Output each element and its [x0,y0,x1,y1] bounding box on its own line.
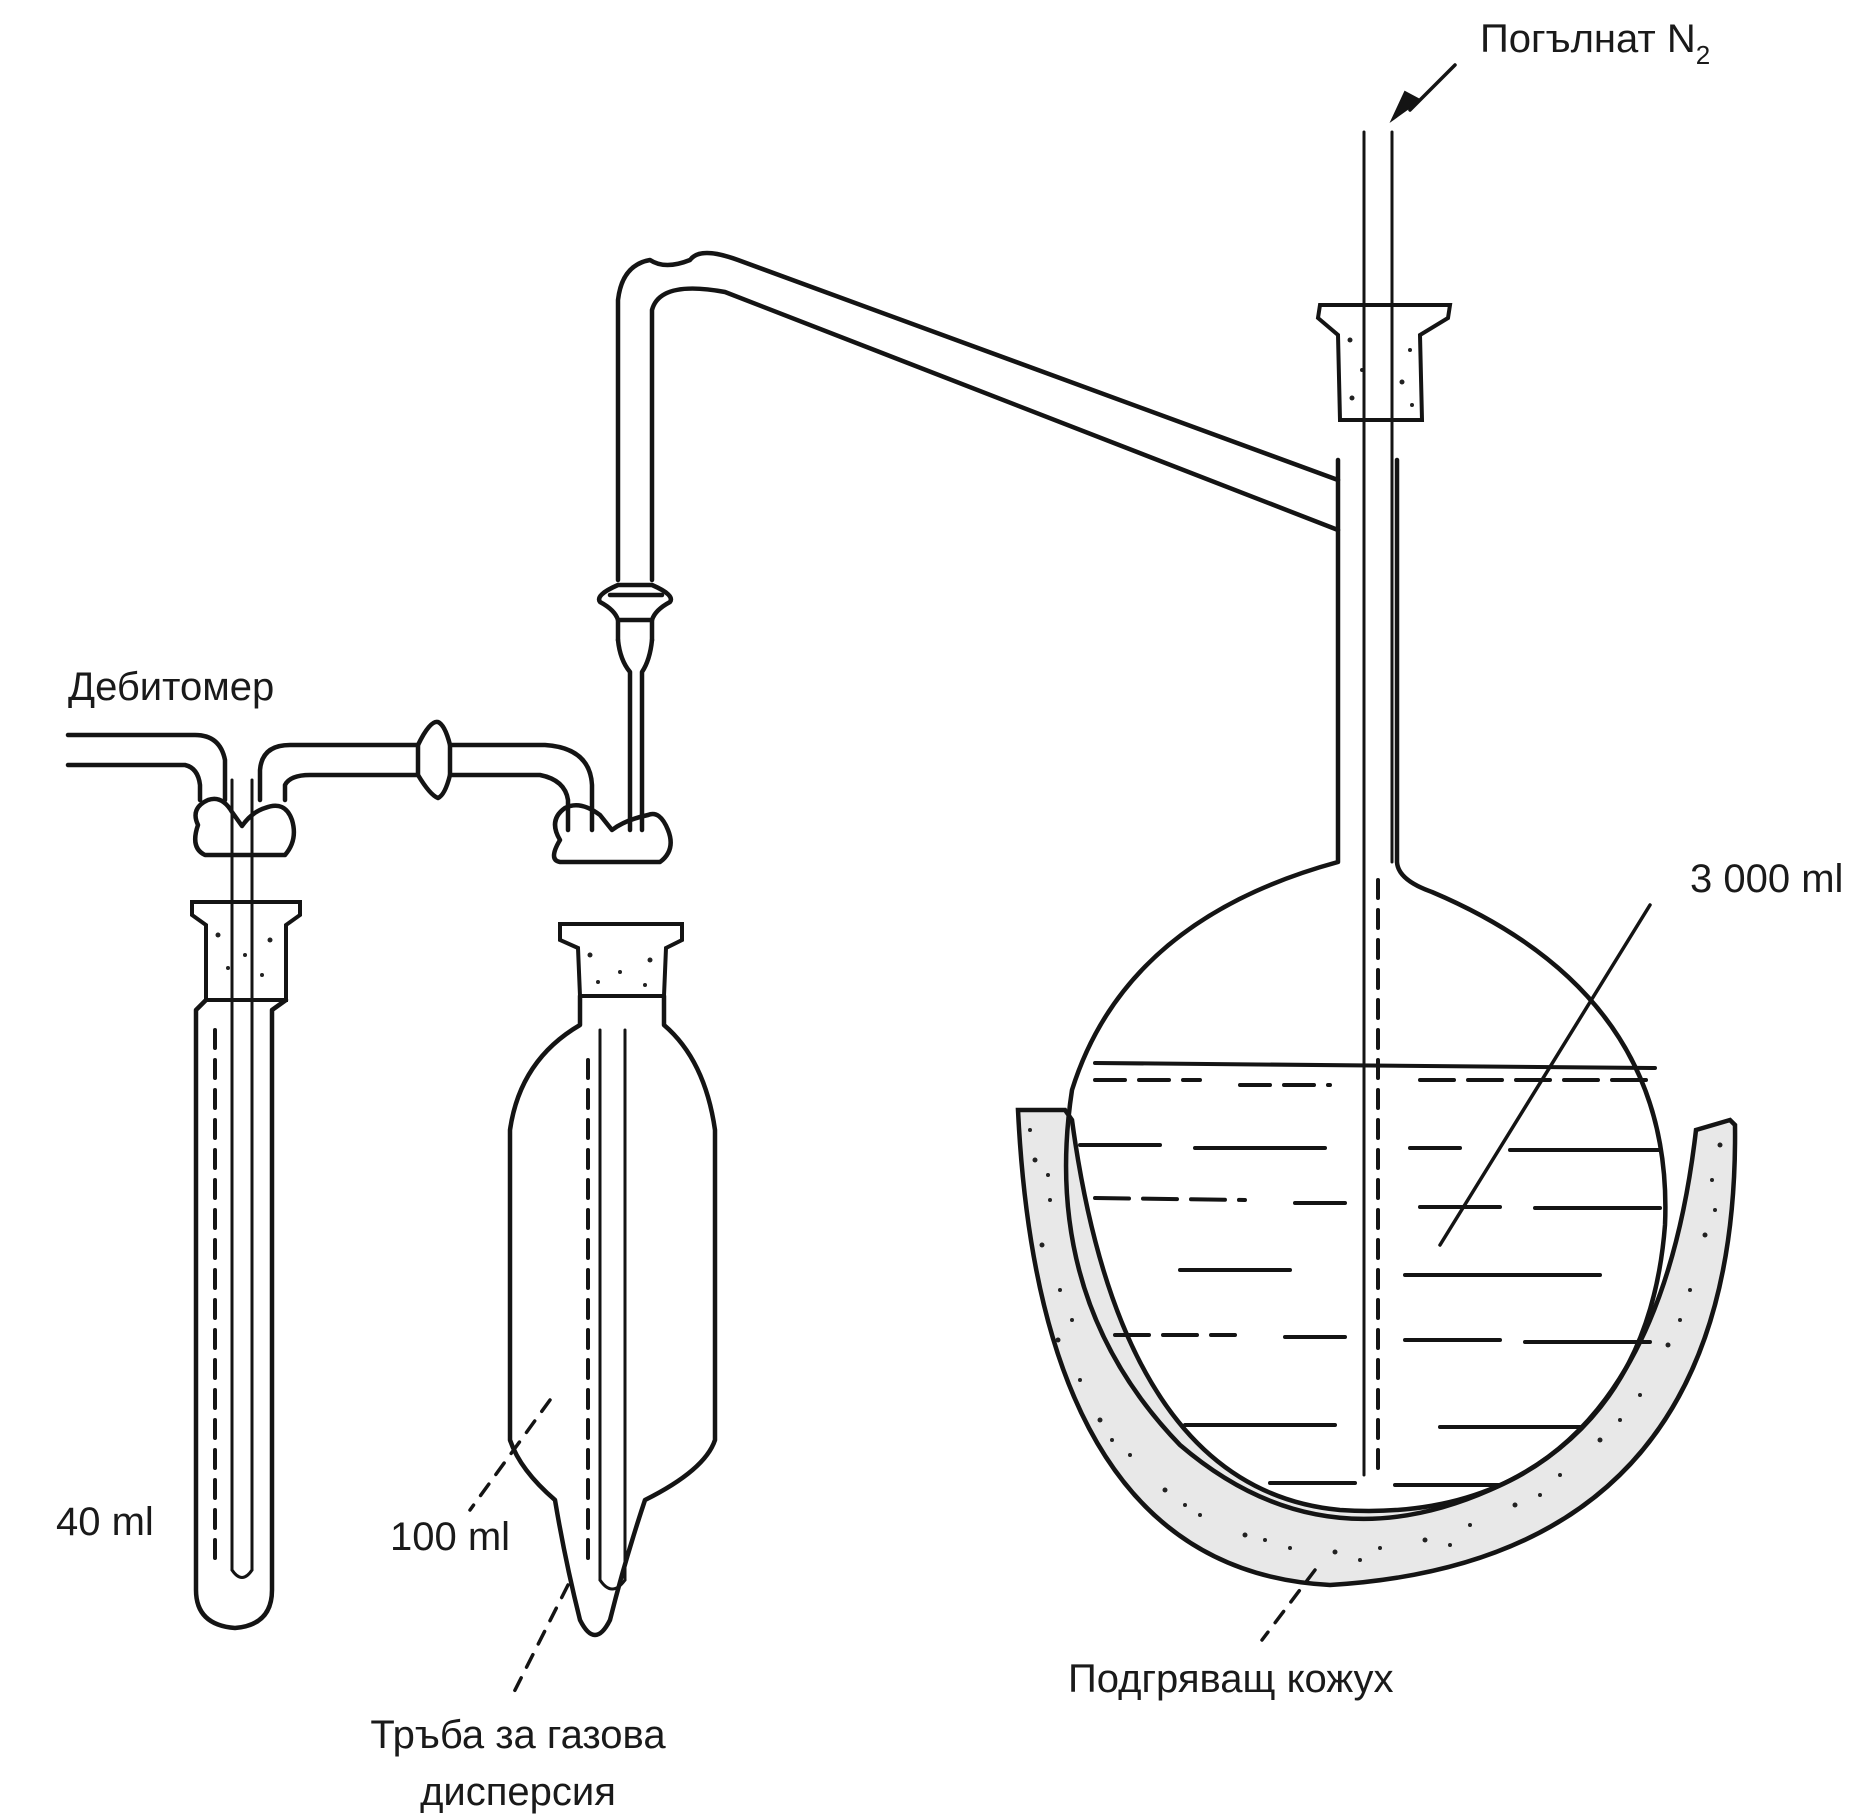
heating-mantle-label: Подгряващ кожух [1068,1657,1394,1701]
volume-3000-label: 3 000 ml [1690,857,1843,901]
connecting-tube [596,250,1341,833]
absorbed-n2-label: Погълнат N2 [1480,17,1710,70]
inlet-tubing [65,719,595,833]
leader-dispersion [508,1583,570,1702]
flask-liquid [1078,1061,1662,1487]
arrow-n2-head [1389,90,1422,124]
flowmeter-label: Дебитомер [68,665,274,709]
leader-mantle [1260,1568,1317,1642]
leader-100 [468,1398,552,1512]
gas-dispersion-label-line1: Тръба за газова [370,1713,666,1757]
leader-lines [468,63,1652,1702]
gas-dispersion-bottle [507,802,718,1638]
leader-3000 [1438,903,1652,1247]
volume-100-label: 100 ml [390,1515,510,1559]
round-bottom-flask [1063,130,1668,1522]
heating-mantle [1015,1107,1738,1588]
collection-tube [190,778,302,1631]
gas-dispersion-label-line2: дисперсия [420,1770,616,1814]
volume-40-label: 40 ml [56,1500,154,1544]
